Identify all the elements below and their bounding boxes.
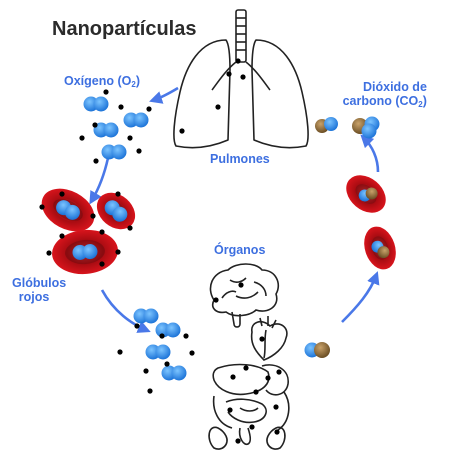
page-title: Nanopartículas — [52, 18, 197, 40]
heart-icon — [250, 316, 288, 361]
organs-label: Órganos — [214, 243, 266, 257]
co2-molecule-icon — [304, 342, 330, 358]
nanoparticle-group-organs-left — [117, 323, 195, 394]
co2-label: Dióxido de carbono (CO2) — [343, 80, 427, 112]
nanoparticle-group-rbc — [39, 191, 133, 267]
cycle-arrows — [89, 86, 380, 333]
red-blood-cell-icon — [364, 226, 396, 270]
nanoparticle-group-organs — [213, 282, 282, 444]
red-blood-cells-label: Glóbulos rojos — [12, 276, 66, 304]
kidneys-icon — [208, 426, 286, 450]
red-blood-cell-group — [41, 188, 136, 275]
red-blood-cell-icon — [41, 188, 95, 232]
lungs-label: Pulmones — [210, 152, 270, 166]
co2-label-line2: carbono (CO2) — [342, 94, 427, 109]
rbc-label-line2: rojos — [18, 290, 50, 304]
brain-icon — [209, 263, 280, 328]
oxygen-molecule-group-organs — [133, 308, 187, 381]
co2-label-line1: Dióxido de — [363, 80, 427, 94]
red-blood-cell-icon — [96, 192, 136, 230]
nanoparticle-group-lungs — [179, 58, 246, 134]
nanoparticle-group-oxygen — [79, 89, 152, 164]
co2-molecule-group — [315, 116, 380, 139]
lungs-icon — [173, 9, 309, 149]
red-blood-cell-group-right — [346, 175, 396, 270]
digestive-organs-icon — [212, 363, 290, 431]
rbc-label-line1: Glóbulos — [12, 276, 67, 290]
oxygen-label: Oxígeno (O2) — [64, 74, 140, 89]
red-blood-cell-icon — [346, 175, 386, 213]
